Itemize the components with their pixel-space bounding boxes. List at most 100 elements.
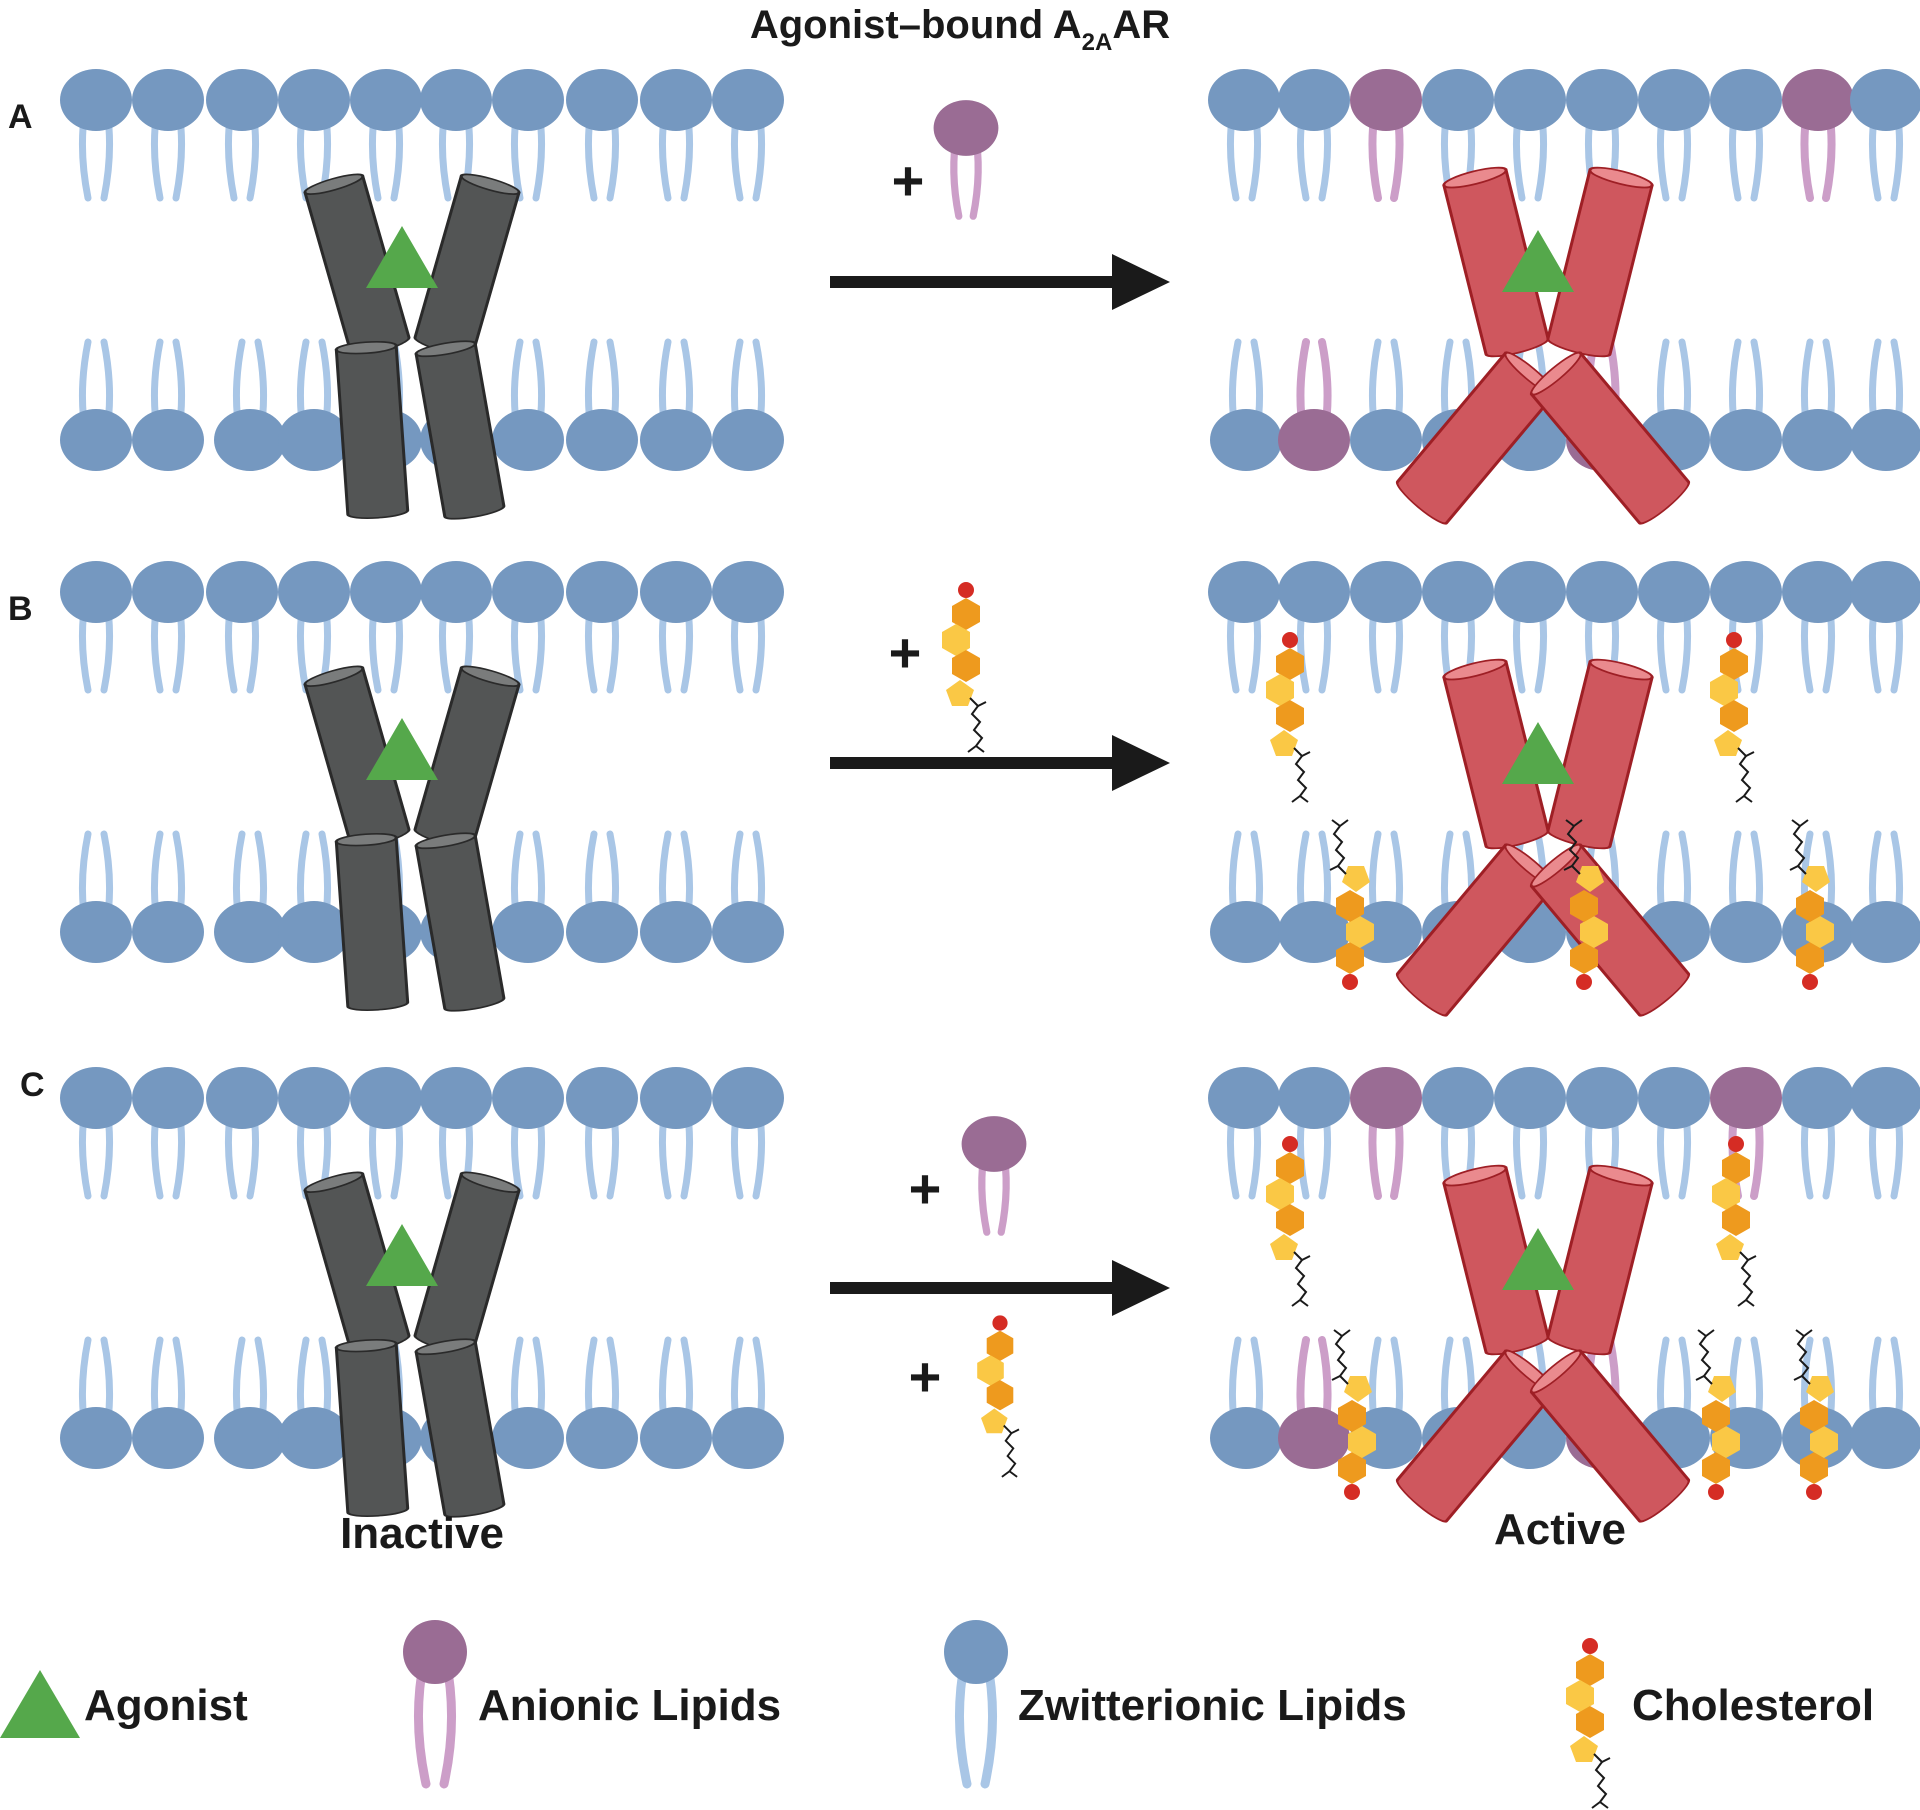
zwitterionic-lipid <box>640 561 712 690</box>
zwitterionic-lipid <box>1782 561 1854 690</box>
plus-sign-c2: + <box>909 1345 942 1408</box>
embedded-cholesterol <box>1329 819 1375 991</box>
zwitterionic-lipid <box>206 561 278 690</box>
helix <box>413 828 507 1016</box>
zwitterionic-lipid <box>492 1067 564 1196</box>
zwitterionic-lipid <box>1350 342 1422 471</box>
zwitterionic-lipid <box>640 342 712 471</box>
zwitterionic-lipid <box>566 1067 638 1196</box>
panel-label-c: C <box>20 1066 45 1104</box>
active-receptor-panel-2 <box>1392 1160 1694 1527</box>
zwitterionic-lipid <box>492 834 564 963</box>
embedded-cholesterol <box>1711 1135 1757 1307</box>
anionic-lipid <box>1350 1067 1422 1196</box>
zwitterionic-lipid <box>60 69 132 198</box>
zwitterionic-lipid <box>206 69 278 198</box>
zwitterionic-lipid <box>640 1340 712 1469</box>
zwitterionic-lipid <box>566 561 638 690</box>
embedded-cholesterol <box>1265 631 1311 803</box>
anionic-lipid <box>1782 69 1854 198</box>
legend-cholesterol-label: Cholesterol <box>1632 1681 1874 1730</box>
zwitterionic-lipid <box>640 834 712 963</box>
zwitterionic-lipid <box>566 1340 638 1469</box>
zwitterionic-lipid <box>60 1067 132 1196</box>
anionic-lipid <box>1278 342 1350 471</box>
zwitterionic-lipid <box>60 834 132 963</box>
zwitterionic-lipid <box>132 1340 204 1469</box>
helix <box>334 1336 410 1520</box>
zwitterionic-lipid <box>1208 561 1280 690</box>
zwitterionic-lipid <box>132 342 204 471</box>
zwitterionic-lipid <box>566 834 638 963</box>
zwitterionic-lipid <box>492 1340 564 1469</box>
zwitterionic-lipid <box>1710 834 1782 963</box>
panel-label-b: B <box>8 590 33 628</box>
helix <box>413 336 507 524</box>
zwitterionic-lipid <box>1210 1340 1282 1469</box>
active-label: Active <box>1494 1505 1626 1554</box>
plus-sign-a: + <box>892 149 925 212</box>
zwitterionic-lipid <box>214 834 286 963</box>
inactive-label: Inactive <box>340 1509 504 1558</box>
zwitterionic-lipid <box>1208 1067 1280 1196</box>
embedded-cholesterol <box>1709 631 1755 803</box>
active-receptor-panel-1 <box>1392 654 1694 1021</box>
zwitterionic-lipid <box>1278 69 1350 198</box>
zwitterionic-lipid <box>1210 342 1282 471</box>
zwitterionic-lipid <box>640 1067 712 1196</box>
zwitterionic-lipid <box>60 1340 132 1469</box>
plus-sign-b: + <box>889 621 922 684</box>
inactive-receptor-panel-2 <box>302 1167 522 1522</box>
helix <box>334 338 410 522</box>
zwitterionic-lipid <box>1850 834 1920 963</box>
panel-label-a: A <box>8 98 33 136</box>
zwitterionic-lipid <box>1638 561 1710 690</box>
zwitterionic-lipid <box>132 69 204 198</box>
zwitterionic-lipid <box>132 1067 204 1196</box>
legend-anionic-label: Anionic Lipids <box>478 1681 781 1730</box>
added-cholesterol-b <box>941 581 987 753</box>
zwitterionic-lipid <box>1208 69 1280 198</box>
inactive-receptor-panel-1 <box>302 661 522 1016</box>
helix <box>412 1167 522 1359</box>
helix <box>334 830 410 1014</box>
zwitterionic-lipid <box>712 834 784 963</box>
added-anionic-lipid-c <box>962 1116 1027 1232</box>
zwitterionic-lipid <box>712 69 784 198</box>
zwitterionic-lipid <box>1710 69 1782 198</box>
legend-agonist-icon <box>0 1670 80 1738</box>
zwitterionic-lipid <box>1850 342 1920 471</box>
zwitterionic-lipid <box>206 1067 278 1196</box>
helix <box>412 169 522 361</box>
legend-agonist-label: Agonist <box>84 1681 248 1730</box>
figure-title: Agonist–bound A2AAR <box>750 3 1170 56</box>
legend-anionic-lipid-icon <box>403 1620 467 1789</box>
zwitterionic-lipid <box>60 561 132 690</box>
activation-arrow-b <box>830 735 1170 791</box>
zwitterionic-lipid <box>214 1340 286 1469</box>
zwitterionic-lipid <box>1782 342 1854 471</box>
helix <box>1544 654 1656 854</box>
helix <box>412 661 522 853</box>
zwitterionic-lipid <box>1350 561 1422 690</box>
zwitterionic-lipid <box>492 342 564 471</box>
helix <box>413 1334 507 1522</box>
zwitterionic-lipid <box>214 342 286 471</box>
helix <box>1544 1160 1656 1360</box>
legend-zwitterionic-lipid-icon <box>944 1620 1008 1789</box>
anionic-lipid <box>1350 69 1422 198</box>
zwitterionic-lipid <box>566 69 638 198</box>
zwitterionic-lipid <box>1850 1067 1920 1196</box>
zwitterionic-lipid <box>712 1067 784 1196</box>
zwitterionic-lipid <box>712 342 784 471</box>
zwitterionic-lipid <box>1638 1067 1710 1196</box>
zwitterionic-lipid <box>60 342 132 471</box>
zwitterionic-lipid <box>1210 834 1282 963</box>
legend-zwitterionic-label: Zwitterionic Lipids <box>1018 1681 1407 1730</box>
zwitterionic-lipid <box>1782 1067 1854 1196</box>
active-receptor-panel-0 <box>1392 162 1694 529</box>
embedded-cholesterol <box>1265 1135 1311 1307</box>
plus-sign-c1: + <box>909 1157 942 1220</box>
zwitterionic-lipid <box>1850 561 1920 690</box>
